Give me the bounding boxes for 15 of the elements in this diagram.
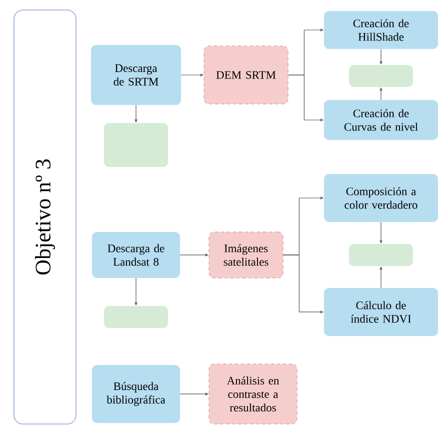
process-box: Creación de Curvas de nivel: [324, 100, 438, 140]
process-box: Búsqueda bibliográfica: [92, 364, 180, 423]
output-box: Análisis en contraste a resultados: [208, 364, 298, 424]
tool-box: [349, 64, 413, 87]
process-box: Composición a color verdadero: [324, 174, 438, 222]
tool-box: [104, 123, 168, 167]
process-box: Creación de HillShade: [324, 11, 438, 49]
process-box: Cálculo de índice NDVI: [324, 288, 438, 336]
output-box: DEM SRTM: [204, 46, 288, 104]
process-box: Descarga de SRTM: [91, 44, 181, 105]
tool-box: [349, 244, 413, 266]
objective-panel: Objetivo nº 3: [14, 10, 76, 424]
output-box: Imágenes satelitales: [208, 232, 284, 278]
tool-box: [104, 306, 168, 328]
process-box: Descarga de Landsat 8: [92, 232, 180, 278]
